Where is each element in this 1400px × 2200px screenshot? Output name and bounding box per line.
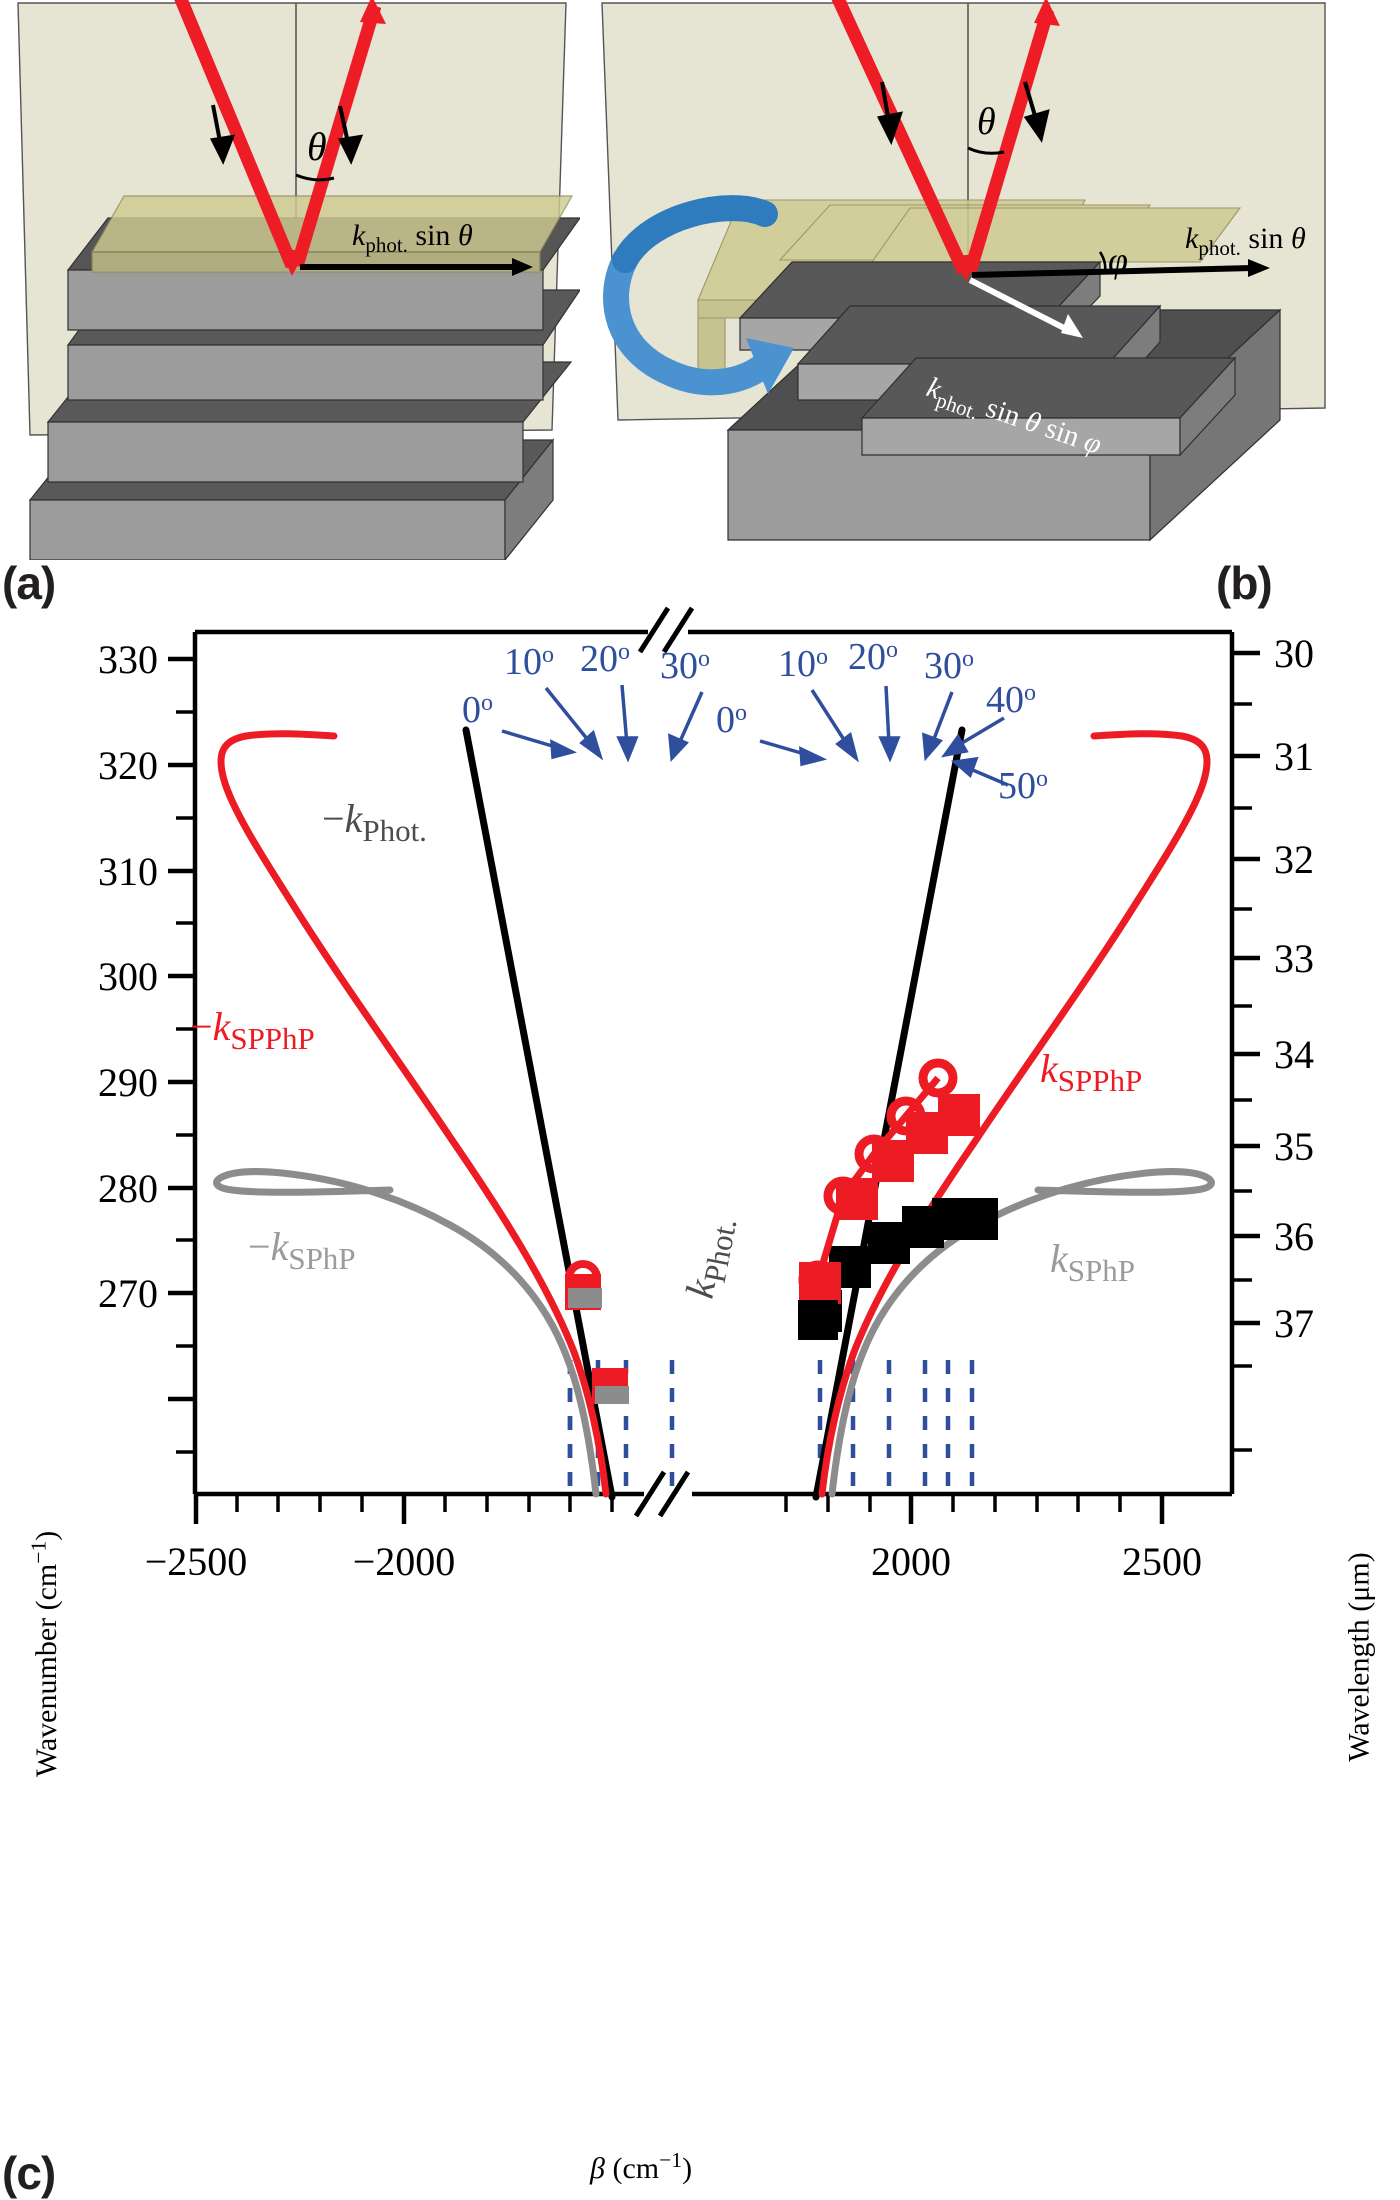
panel-b-svg: θ φ kphot. sin θ kphot. sin θ sin φ <box>601 0 1326 542</box>
polarization-arrows-a <box>209 104 364 165</box>
label-k-spphp: kSPPhP <box>1040 1046 1142 1098</box>
y-axis-right-minor-ticks <box>1232 702 1252 1452</box>
svg-text:290: 290 <box>98 1060 158 1105</box>
angle-label-right-0: 0o <box>716 699 747 741</box>
y-axis-right-major-ticks <box>1232 650 1260 1326</box>
panel-c-chart: 0o 10o 20o 30o <box>0 600 1400 2199</box>
dielectric-slab-a <box>90 195 574 273</box>
svg-text:2000: 2000 <box>871 1539 951 1584</box>
angle-label-right-30: 30o <box>924 645 974 687</box>
y-axis-right-tick-labels: 30 31 32 33 34 35 36 37 <box>1274 631 1314 1346</box>
y-axis-left-minor-ticks <box>176 710 195 1454</box>
panel-c-svg: 0o 10o 20o 30o <box>98 606 1314 1584</box>
angle-label-left-30: 30o <box>660 645 710 687</box>
label-neg-k-phot: −kPhot. <box>322 796 427 848</box>
angle-annotations-left: 0o 10o 20o 30o <box>462 638 710 763</box>
panel-b-label: (b) <box>1216 557 1273 609</box>
y-axis-right-title: Wavelength (μm) <box>1342 1552 1376 1762</box>
kphot-sin-theta-sin-phi-arrow-b <box>968 277 1083 338</box>
angle-label-right-20: 20o <box>848 636 898 678</box>
panel-a-schematic: θ kphot. sin θ (a) <box>0 0 580 609</box>
theta-arc-a <box>295 173 335 182</box>
marker-grey-square <box>595 1386 629 1404</box>
svg-text:330: 330 <box>98 637 158 682</box>
panel-c-label: (c) <box>2 2147 56 2199</box>
angle-label-left-10: 10o <box>504 641 554 683</box>
metal-grating-b <box>726 260 1282 542</box>
label-k-sphp: kSPhP <box>1050 1236 1135 1288</box>
markers-left-sphp <box>568 1288 629 1404</box>
y-axis-left-major-ticks <box>168 656 195 1402</box>
svg-text:33: 33 <box>1274 936 1314 981</box>
angle-label-right-40: 40o <box>986 679 1036 721</box>
svg-text:−2000: −2000 <box>353 1539 456 1584</box>
azimuthal-rotation-arrow-b <box>603 195 794 396</box>
x-axis-title: β (cm−1) <box>590 2148 693 2185</box>
label-neg-k-sphp: −kSPhP <box>248 1224 356 1276</box>
marker-red-open-circle <box>854 1134 894 1174</box>
panel-a-svg: θ kphot. sin θ <box>17 0 580 560</box>
kphot-sin-theta-label-a: kphot. sin θ <box>352 219 473 257</box>
svg-text:270: 270 <box>98 1271 158 1316</box>
angle-annotations-right: 0o 10o 20o 30o 40o 50o <box>716 636 1048 807</box>
marker-black-square <box>798 1300 838 1340</box>
curve-neg-k-sphp <box>213 1168 600 1498</box>
angle-label-left-20: 20o <box>580 638 630 680</box>
svg-text:35: 35 <box>1274 1124 1314 1169</box>
svg-text:30: 30 <box>1274 631 1314 676</box>
axis-break-marks <box>633 606 695 1518</box>
kphot-sin-theta-arrow-a <box>300 258 533 276</box>
svg-text:31: 31 <box>1274 734 1314 779</box>
y-axis-left-title: Wavenumber (cm−1) <box>26 1530 64 1778</box>
reflected-beam-b <box>963 0 1060 274</box>
svg-text:280: 280 <box>98 1166 158 1211</box>
angle-label-right-50: 50o <box>998 765 1048 807</box>
svg-text:−2500: −2500 <box>145 1539 248 1584</box>
theta-arc-b <box>967 146 1005 155</box>
svg-text:37: 37 <box>1274 1301 1314 1346</box>
curve-k-spphp <box>818 730 1211 1498</box>
label-k-phot: kPhot. <box>677 1212 744 1303</box>
svg-text:320: 320 <box>98 743 158 788</box>
curve-neg-k-phot <box>462 726 616 1501</box>
kphot-sin-theta-label-b: kphot. sin θ <box>1185 222 1306 260</box>
y-axis-left-tick-labels: 330 320 310 300 290 280 270 <box>98 637 158 1316</box>
marker-red-open-circle <box>798 1260 838 1300</box>
polarization-arrows-b <box>877 81 1050 146</box>
marker-red-square <box>938 1094 980 1136</box>
kphot-sin-theta-arrow-b <box>971 259 1270 278</box>
x-axis-tick-labels: −2500 −2000 2000 2500 <box>145 1539 1202 1584</box>
marker-grey-square <box>568 1288 602 1308</box>
angle-label-left-0: 0o <box>462 689 493 731</box>
svg-text:32: 32 <box>1274 837 1314 882</box>
angle-lines-right <box>817 1360 975 1494</box>
theta-label-b: θ <box>977 101 996 143</box>
angle-label-right-10: 10o <box>778 643 828 685</box>
markers-right-bottom-cluster <box>798 1260 838 1340</box>
marker-red-open-circle <box>918 1058 958 1098</box>
x-axis-minor-ticks <box>235 1494 1122 1512</box>
marker-red-open-circle <box>886 1096 926 1136</box>
marker-black-square <box>956 1198 998 1240</box>
svg-text:310: 310 <box>98 849 158 894</box>
svg-text:36: 36 <box>1274 1214 1314 1259</box>
marker-red-open-circle <box>823 1176 863 1216</box>
plot-frame <box>192 629 1235 1497</box>
svg-text:300: 300 <box>98 954 158 999</box>
theta-label-a: θ <box>307 124 327 169</box>
curve-k-sphp <box>828 1168 1215 1498</box>
svg-text:34: 34 <box>1274 1032 1314 1077</box>
reflected-beam-a <box>290 0 386 268</box>
svg-text:2500: 2500 <box>1122 1539 1202 1584</box>
curve-neg-k-spphp <box>217 730 610 1498</box>
x-axis-major-ticks <box>193 1494 1165 1524</box>
label-neg-k-spphp: −kSPPhP <box>190 1004 315 1056</box>
panel-a-label: (a) <box>2 557 56 609</box>
panel-b-schematic: θ φ kphot. sin θ kphot. sin θ sin φ (b) <box>580 0 1340 609</box>
